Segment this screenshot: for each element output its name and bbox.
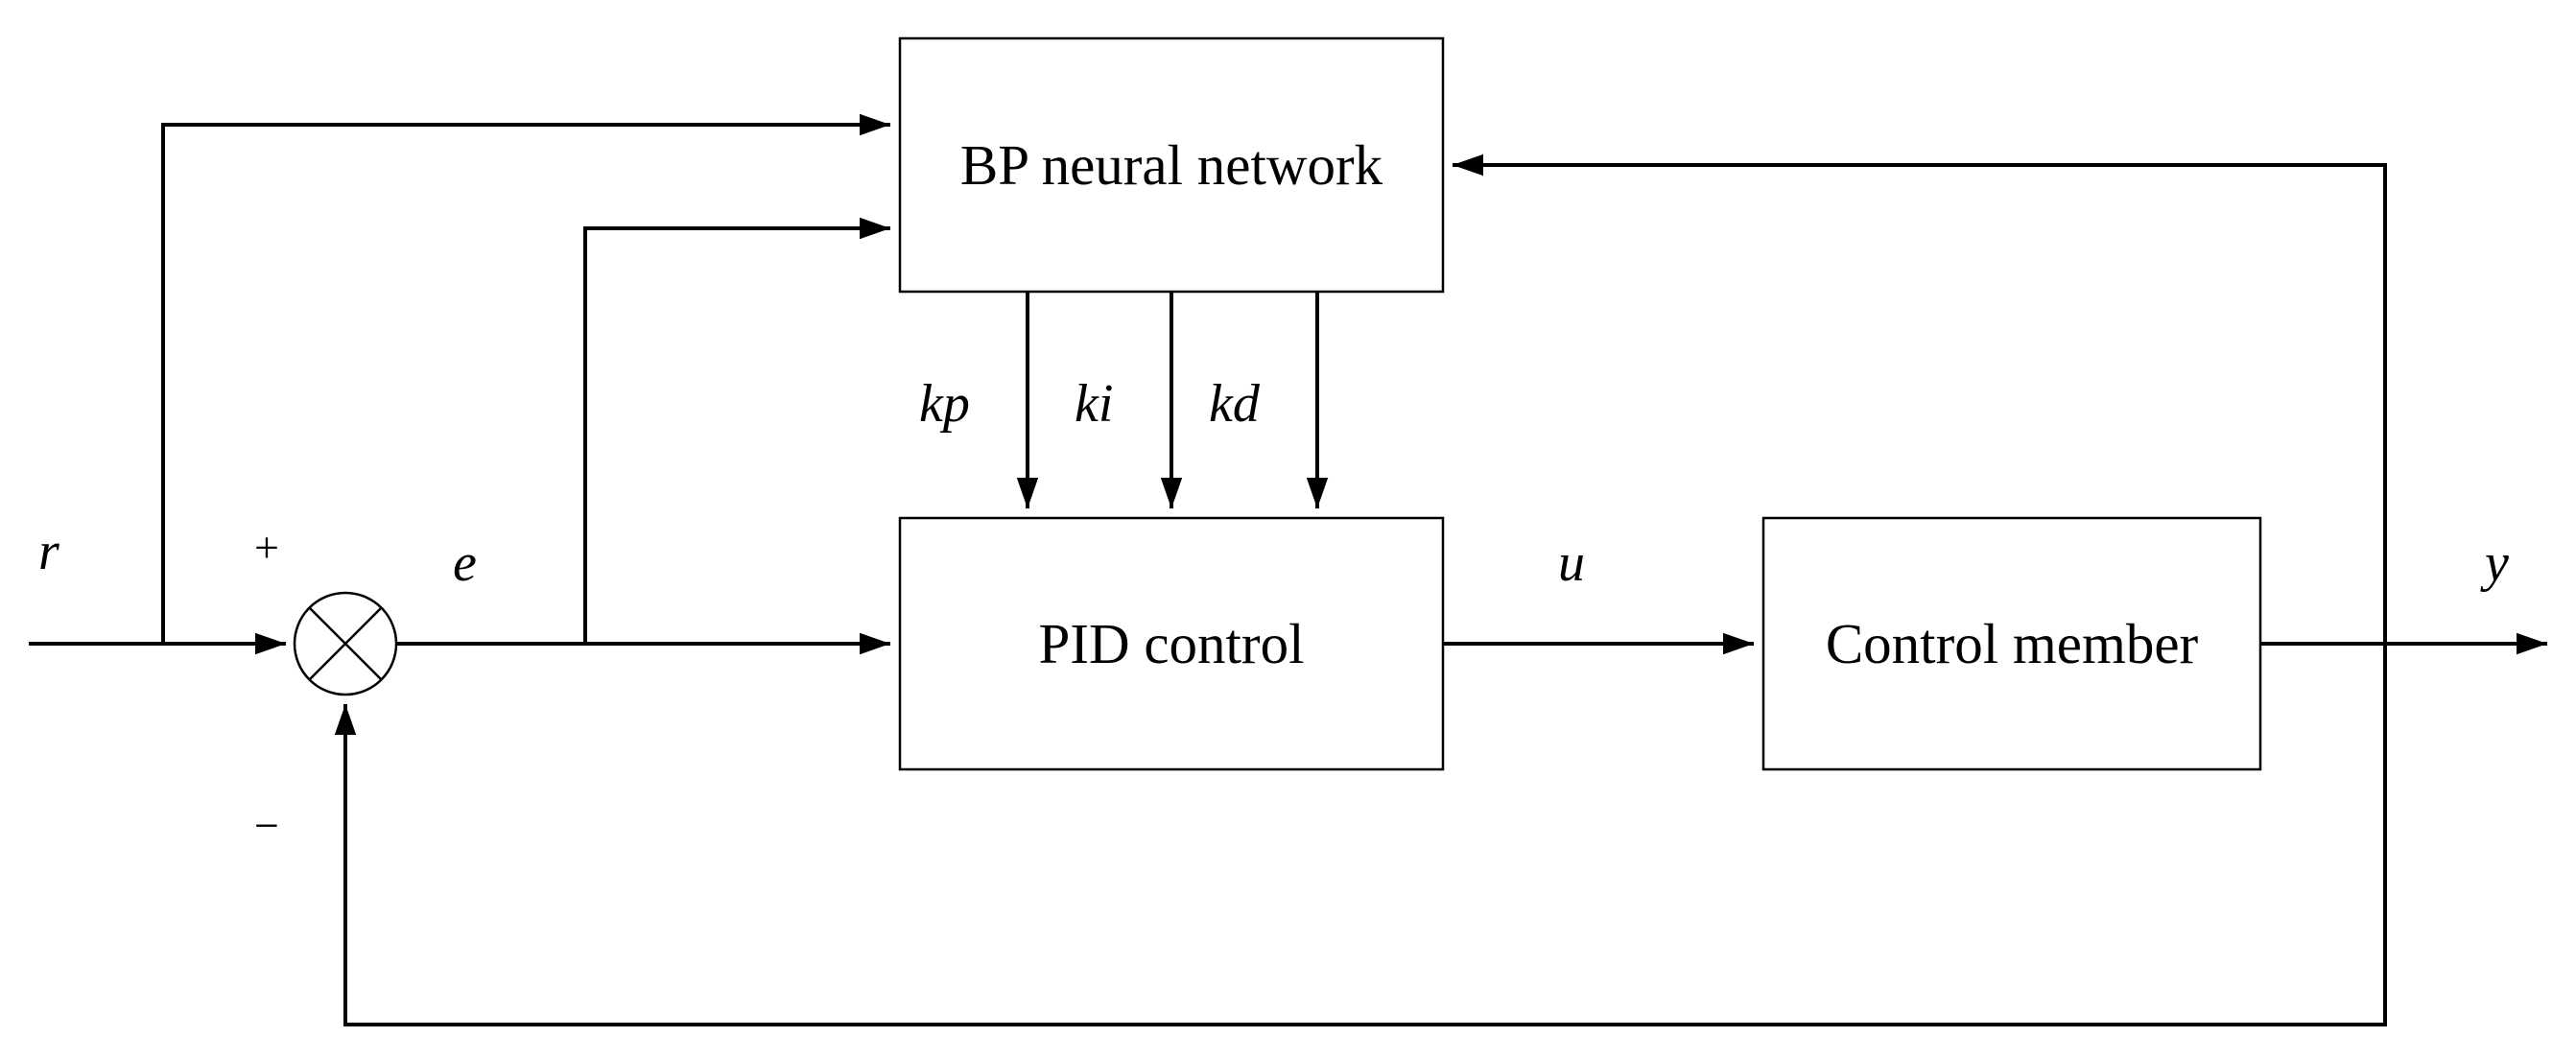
error-signal-label: e — [453, 533, 477, 593]
reference-to-network-wire — [161, 113, 890, 644]
output-to-network-feedback-wire — [1453, 153, 2387, 644]
gain-ki-label: ki — [1075, 374, 1113, 434]
plant-output-label: y — [2480, 533, 2509, 593]
control-output-label: u — [1558, 533, 1585, 593]
pid-control-label: PID control — [1039, 612, 1305, 675]
bp-neural-network-block: BP neural network — [898, 36, 1445, 294]
control-member-label: Control member — [1826, 612, 2199, 675]
bp-neural-network-label: BP neural network — [960, 133, 1383, 197]
reference-signal-label: r — [38, 522, 59, 581]
output-to-junction-feedback-wire — [334, 644, 2387, 1026]
error-to-network-wire — [583, 217, 890, 644]
plus-sign-label: + — [254, 523, 279, 572]
control-member-block: Control member — [1761, 516, 2262, 771]
pid-control-block: PID control — [898, 516, 1445, 771]
gain-kd-label: kd — [1209, 374, 1261, 434]
minus-sign-label: − — [254, 801, 279, 850]
gain-kp-label: kp — [919, 374, 970, 434]
summing-junction — [293, 591, 398, 696]
